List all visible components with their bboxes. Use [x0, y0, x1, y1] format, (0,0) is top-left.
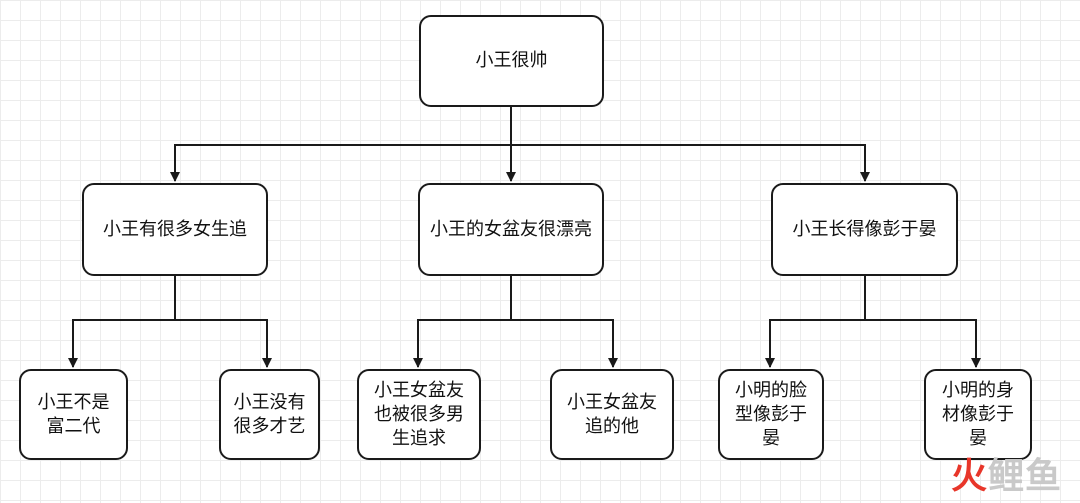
root-node: 小王很帅	[419, 15, 604, 107]
level1-node-girls: 小王有很多女生追	[82, 183, 268, 276]
watermark-logo: 火鲤鱼	[951, 447, 1062, 499]
edge-l1a-child2	[175, 319, 272, 368]
edge-root-right	[511, 144, 870, 182]
level2-node-not-rich: 小王不是富二代	[19, 369, 128, 460]
level2-node-girlfriend-chased: 小王女盆友也被很多男生追求	[357, 369, 481, 460]
watermark-rest: 鲤鱼	[987, 455, 1062, 497]
level2-node-she-chased-him: 小王女盆友追的他	[550, 369, 674, 460]
level2-node-body-shape: 小明的身材像彭于晏	[924, 369, 1032, 460]
edge-l1c-child2	[865, 319, 981, 368]
level2-node-face-shape: 小明的脸型像彭于晏	[718, 369, 824, 460]
watermark-fire: 火	[950, 455, 988, 497]
edge-l1b-child1	[413, 276, 512, 368]
level1-node-looks: 小王长得像彭于晏	[771, 183, 958, 276]
level1-node-girlfriend: 小王的女盆友很漂亮	[418, 183, 604, 276]
edge-l1b-child2	[511, 319, 618, 368]
edge-l1a-child1	[68, 276, 176, 368]
edge-root-left	[170, 107, 512, 182]
edge-l1c-child1	[765, 276, 866, 368]
level2-node-no-talent: 小王没有很多才艺	[219, 369, 320, 460]
